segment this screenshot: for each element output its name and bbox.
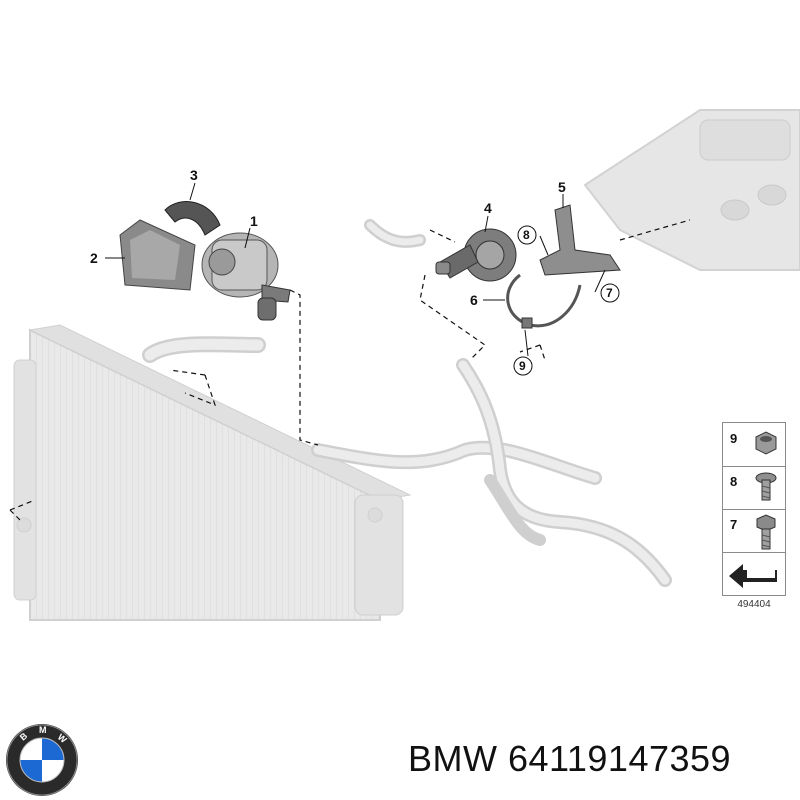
callout-8: 8 xyxy=(523,228,530,242)
callout-leaders xyxy=(105,182,606,357)
legend-row-hex-bolt: 7 xyxy=(723,509,785,553)
svg-text:M: M xyxy=(39,725,47,735)
legend-number: 9 xyxy=(730,431,738,446)
leader-lines xyxy=(9,219,691,521)
legend-row-nut: 9 xyxy=(723,423,785,467)
coolant-hoses xyxy=(142,219,672,587)
callout-7-circle: 7 xyxy=(600,283,620,303)
legend-row-torx-bolt: 8 xyxy=(723,466,785,510)
callout-2: 2 xyxy=(90,250,98,266)
bmw-logo: B M W xyxy=(6,724,78,796)
callout-1: 1 xyxy=(250,213,258,229)
nut-icon xyxy=(755,431,777,455)
strap-part-3 xyxy=(164,201,221,236)
callout-6: 6 xyxy=(470,292,478,308)
torx-bolt-icon xyxy=(755,472,777,501)
hex-bolt-icon xyxy=(756,514,776,550)
bracket-part-5 xyxy=(539,204,621,276)
bracket-part-2 xyxy=(119,219,196,291)
diagram-reference-code: 494404 xyxy=(737,599,771,610)
callout-8-circle: 8 xyxy=(517,225,537,245)
clamp-part-6 xyxy=(506,273,582,329)
direction-arrow-icon xyxy=(729,564,777,588)
aux-pump-part-4 xyxy=(435,228,517,282)
cylinder-head xyxy=(583,109,800,271)
callout-4: 4 xyxy=(484,200,492,216)
callout-7: 7 xyxy=(606,286,613,300)
callout-3: 3 xyxy=(190,167,198,183)
water-pump-part-1 xyxy=(201,232,291,321)
callout-9-circle: 9 xyxy=(513,356,533,376)
callout-9: 9 xyxy=(519,359,526,373)
legend-row-direction xyxy=(723,552,785,595)
radiator xyxy=(13,324,412,621)
part-number-label: BMW 64119147359 xyxy=(408,738,732,779)
legend-number: 7 xyxy=(730,517,738,532)
legend-number: 8 xyxy=(730,474,738,489)
fastener-legend: 9 8 7 xyxy=(722,422,786,596)
callout-5: 5 xyxy=(558,179,566,195)
svg-text:B: B xyxy=(18,730,30,742)
